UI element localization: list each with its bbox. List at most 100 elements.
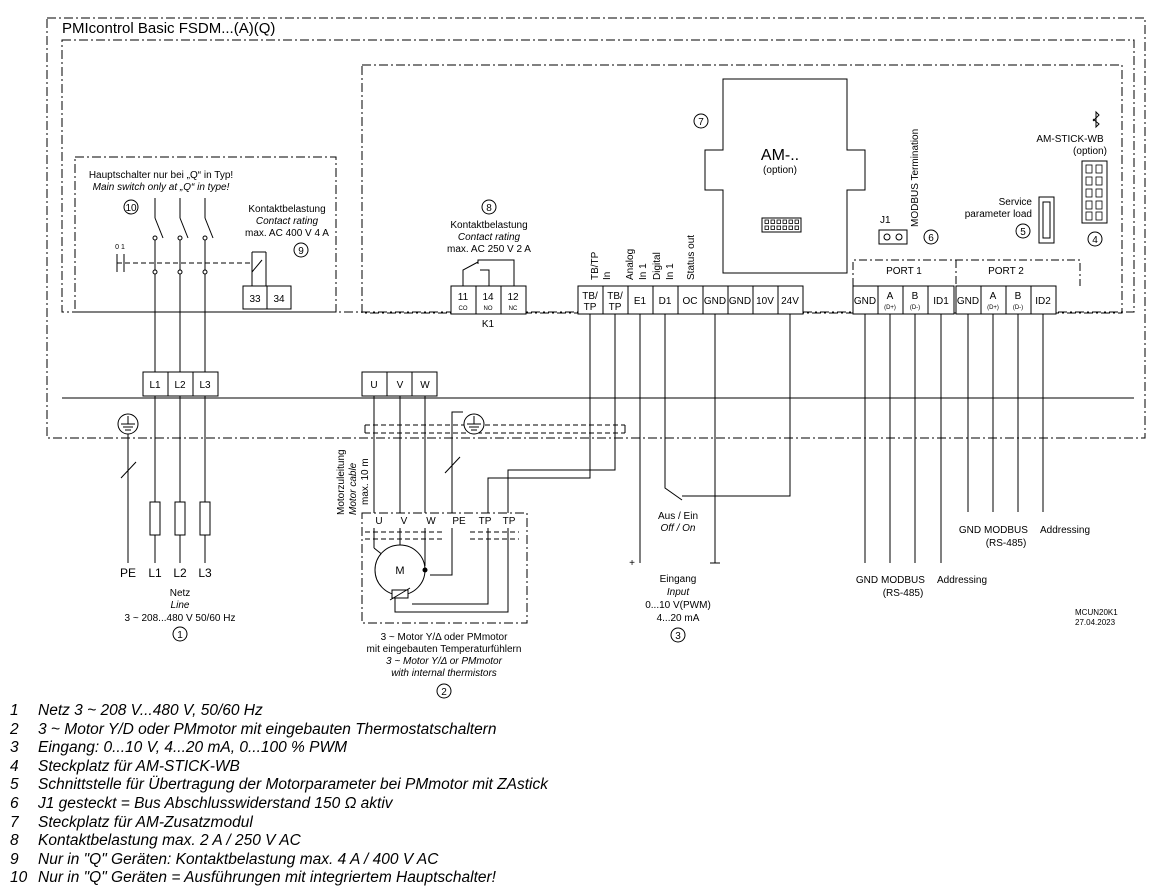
main-contact-rating-de: Kontaktbelastung <box>248 204 325 215</box>
line-terminal-l2 <box>167 371 194 397</box>
port2-a-sub: (D+) <box>987 305 999 311</box>
motor-box-pe: PE <box>452 516 466 527</box>
relay-terminal-14-num: 14 <box>482 292 494 303</box>
port1-terminal-id1 <box>927 285 955 315</box>
port1-a-sub: (D+) <box>884 305 896 311</box>
legend-text: Schnittstelle für Übertragung der Motorp… <box>38 776 548 794</box>
inner-pcb-frame <box>61 39 1135 313</box>
legend-text: Eingang: 0...10 V, 4...20 mA, 0...100 % … <box>38 739 348 757</box>
status-out-label: Status out <box>686 235 697 280</box>
motor-terminal-u <box>361 371 388 397</box>
bus2-rs485: (RS-485) <box>986 538 1027 549</box>
ref-number-5: 5 <box>1020 227 1026 238</box>
service-label-1: Service <box>999 197 1033 208</box>
relay-terminal-12-num: 12 <box>507 292 519 303</box>
fuse-l1 <box>149 501 161 536</box>
port1-terminal-a <box>877 285 904 315</box>
analog-label-1: Analog <box>625 249 636 280</box>
j1-jumper <box>878 229 908 245</box>
relay-terminal-14-sub: NO <box>484 306 493 312</box>
input-en: Input <box>667 587 690 598</box>
io-e1-label: E1 <box>634 296 647 307</box>
ref-circle-5 <box>1015 223 1031 239</box>
io-gnd-1-label: GND <box>704 296 726 307</box>
line-terminal-l3-label: L3 <box>199 380 211 391</box>
ref-circle-7 <box>693 113 709 129</box>
relay-contact-rating-max: max. AC 250 V 2 A <box>447 244 531 255</box>
input-plus: + <box>629 558 635 569</box>
io-10v-label: 10V <box>756 296 774 307</box>
switch-position-label: 0 1 <box>115 244 125 251</box>
stick-option: (option) <box>1073 146 1107 157</box>
relay-contact-rating-de: Kontaktbelastung <box>450 220 527 231</box>
io-terminal-strip: TB/ TP TB/ TP E1 D1 OC GND GND 10V 24V <box>577 285 804 315</box>
legend-item: 3 Eingang: 0...10 V, 4...20 mA, 0...100 %… <box>10 739 548 758</box>
digital-label-2: In 1 <box>665 263 676 280</box>
ref-circle-2 <box>436 683 452 699</box>
motor-box-frame <box>361 512 528 624</box>
am-module-option: (option) <box>763 165 797 176</box>
service-connector <box>1038 196 1055 244</box>
io-gnd-2-label: GND <box>729 296 751 307</box>
digital-label-1: Digital <box>652 252 663 280</box>
am-module-connector <box>761 217 802 233</box>
motor-terminal-u-label: U <box>370 380 377 391</box>
port2-terminal-b <box>1005 285 1032 315</box>
ref-number-3: 3 <box>675 631 681 642</box>
legend-text: J1 gesteckt = Bus Abschlusswiderstand 15… <box>38 794 393 812</box>
ground-symbol-motor <box>463 413 485 435</box>
bus-ports-block: PORT 1 PORT 2 GND A (D+) B (D-) ID1 GND … <box>852 259 1081 315</box>
port1-a-label: A <box>887 291 894 302</box>
motor-cable-label-en: Motor cable <box>348 462 359 515</box>
motor-box-tp-1: TP <box>479 516 492 527</box>
bus2-addressing: Addressing <box>1040 525 1090 536</box>
io-tbtp-1-l2: TP <box>584 302 597 313</box>
port2-id2-label: ID2 <box>1035 296 1051 307</box>
io-d1-label: D1 <box>659 296 672 307</box>
relay-terminal-11 <box>450 285 477 315</box>
stick-label: AM-STICK-WB <box>1036 134 1104 145</box>
input-ground-mark <box>710 555 720 564</box>
ref-number-2: 2 <box>441 687 447 698</box>
tbtp-in-label-1: TB/TP <box>590 251 601 280</box>
legend-number: 4 <box>10 757 19 775</box>
mains-spec: 3 ~ 208...480 V 50/60 Hz <box>125 613 236 624</box>
terminal-34-label: 34 <box>273 294 285 305</box>
port-1-label: PORT 1 <box>886 266 922 277</box>
motor-caption-de-1: 3 ~ Motor Y/Δ oder PMmotor <box>381 632 508 643</box>
legend-number: 3 <box>10 739 19 757</box>
input-range-1: 0...10 V(PWM) <box>645 600 711 611</box>
ref-circle-10 <box>123 199 139 215</box>
motor-terminal-v-label: V <box>397 380 404 391</box>
main-contact-rating-max: max. AC 400 V 4 A <box>245 228 329 239</box>
legend-number: 10 <box>10 869 28 887</box>
io-24v-label: 24V <box>781 296 799 307</box>
legend-number: 7 <box>10 813 19 831</box>
legend-text: Netz 3 ~ 208 V...480 V, 50/60 Hz <box>38 702 263 719</box>
j1-label: J1 <box>880 215 891 226</box>
bus1-modbus: MODBUS <box>881 575 925 586</box>
motor-cable-label-max: max. 10 m <box>360 458 371 505</box>
ref-number-9: 9 <box>298 246 304 257</box>
motor-box-v: V <box>401 516 408 527</box>
relay-terminal-11-num: 11 <box>458 292 469 303</box>
mains-l1-label: L1 <box>148 566 162 580</box>
motor-terminal-w-label: W <box>420 380 430 391</box>
legend-text: Nur in "Q" Geräten: Kontaktbelastung max… <box>38 850 439 868</box>
onoff-de: Aus / Ein <box>658 511 698 522</box>
ref-number-10: 10 <box>125 203 137 214</box>
mains-pe-label: PE <box>120 566 136 580</box>
motor-cable-label-de: Motorzuleitung <box>336 449 347 515</box>
relay-k1-block: 8 Kontaktbelastung Contact rating max. A… <box>447 199 531 330</box>
motor-terminal-w <box>411 371 438 397</box>
port2-a-label: A <box>990 291 997 302</box>
ref-number-7: 7 <box>698 117 704 128</box>
mains-de: Netz <box>170 588 191 599</box>
